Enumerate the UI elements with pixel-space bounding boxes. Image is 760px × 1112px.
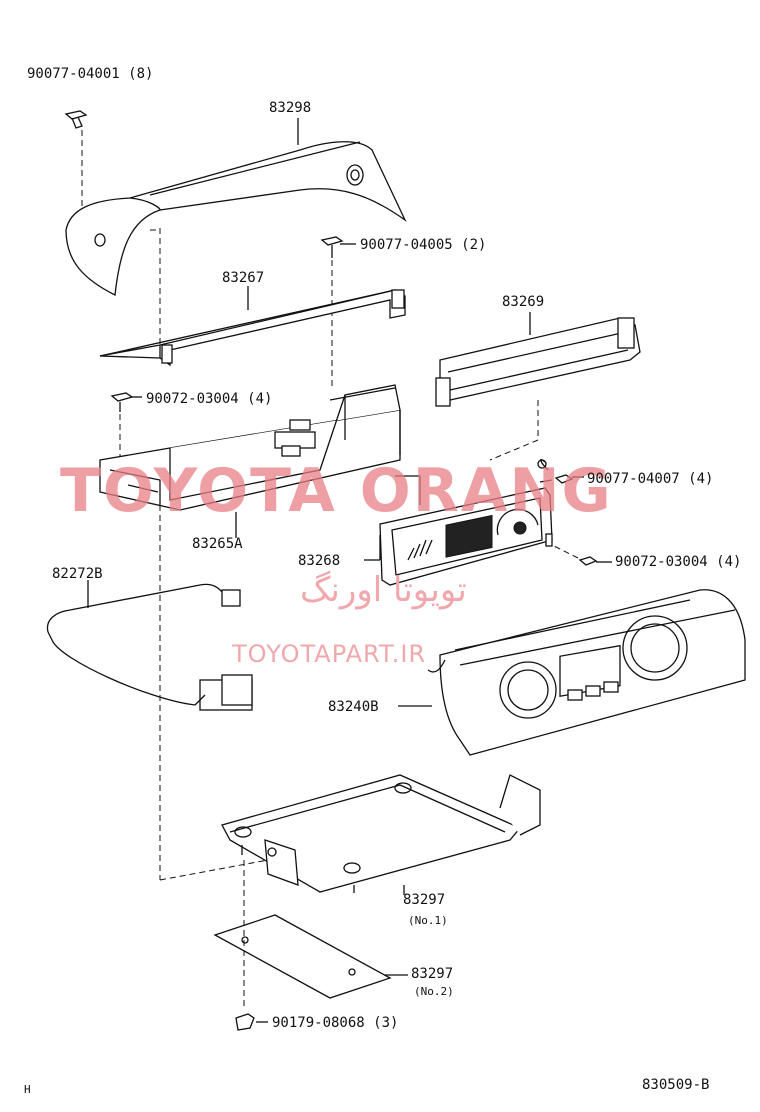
label-holder: 83269: [502, 294, 545, 310]
label-clip: 90179-08068 (3): [272, 1015, 399, 1031]
label-screw-mid: 90077-04005 (2): [360, 237, 487, 253]
display-83268: [379, 458, 553, 586]
label-screw-right2: 90072-03004 (4): [615, 554, 742, 570]
harness-82272B: [46, 583, 253, 711]
label-screw-right1: 90077-04007 (4): [587, 471, 714, 487]
label-code: 830509-B: [642, 1077, 710, 1093]
watermark-site: TOYOTAPART.IR: [232, 640, 427, 668]
label-corner: H: [24, 1083, 31, 1096]
label-bolt-top: 90077-04001 (8): [27, 66, 154, 82]
housing-83265A: [99, 384, 401, 511]
clip-90179: [235, 1013, 268, 1031]
plate-83297-no2: [213, 860, 392, 1010]
label-display: 83268: [298, 553, 341, 569]
screw-right-1: [539, 474, 574, 484]
label-plate1-sub: (No.1): [408, 914, 448, 927]
watermark-persian: تویوتا اورنگ: [300, 570, 467, 610]
label-screw-left: 90072-03004 (4): [146, 391, 273, 407]
label-plate1: 83297: [403, 892, 446, 908]
holder-83269: [435, 317, 641, 461]
panel-83240B: [398, 589, 746, 756]
label-panel: 83240B: [328, 699, 379, 715]
label-harness: 82272B: [52, 566, 103, 582]
label-cover: 83298: [269, 100, 312, 116]
label-plate2-sub: (No.2): [414, 985, 454, 998]
plate-83297-no1: [221, 774, 541, 893]
label-housing: 83265A: [192, 536, 243, 552]
watermark-main: TOYOTA ORANG: [60, 456, 613, 526]
cover-83298: [65, 141, 407, 296]
screw-right-2: [551, 544, 598, 566]
bracket-83267: [99, 228, 406, 367]
screw-mid: [320, 236, 344, 390]
label-plate2: 83297: [411, 966, 454, 982]
label-bracket: 83267: [222, 270, 265, 286]
